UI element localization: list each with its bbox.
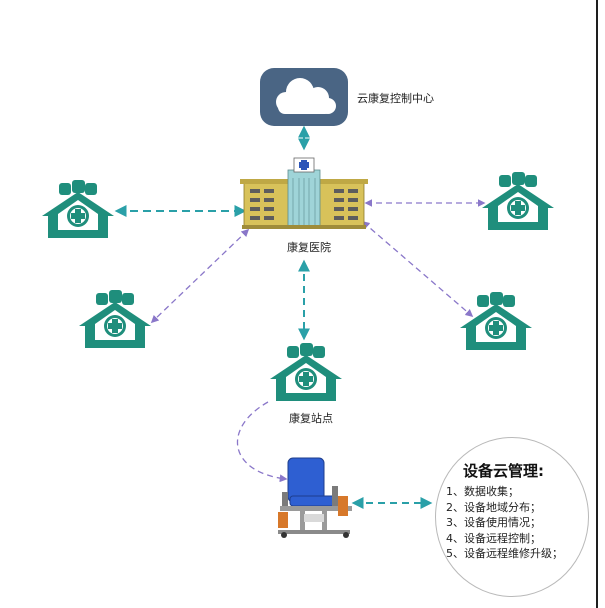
station-label: 康复站点 <box>289 412 333 425</box>
panel-item: 3、设备使用情况； <box>446 516 541 529</box>
hospital-building-icon <box>240 157 368 229</box>
hospital-lower-left-link <box>150 228 250 324</box>
panel-item: 1、数据收集； <box>446 485 519 498</box>
panel-item: 5、设备远程维修升级； <box>446 547 563 560</box>
clinic-left-icon <box>42 180 114 238</box>
hospital-lower-right-link <box>361 220 474 318</box>
right-border <box>596 0 598 608</box>
panel-item-list: 1、数据收集； 2、设备地域分布； 3、设备使用情况； 4、设备远程控制； 5、… <box>446 484 563 562</box>
panel-title: 设备云管理: <box>463 462 544 480</box>
station-icon <box>270 343 342 401</box>
hospital-label: 康复医院 <box>287 241 331 254</box>
cloud-center-label: 云康复控制中心 <box>357 92 434 105</box>
panel-item: 4、设备远程控制； <box>446 531 541 545</box>
clinic-lower-right-icon <box>460 292 532 350</box>
panel-item: 2、设备地域分布； <box>446 500 541 514</box>
station-device-link <box>236 401 288 483</box>
rehab-chair-icon <box>278 457 352 538</box>
clinic-right-icon <box>482 172 554 230</box>
clinic-lower-left-icon <box>79 290 151 348</box>
cloud-icon <box>260 68 348 126</box>
cloud-management-panel <box>435 437 589 597</box>
